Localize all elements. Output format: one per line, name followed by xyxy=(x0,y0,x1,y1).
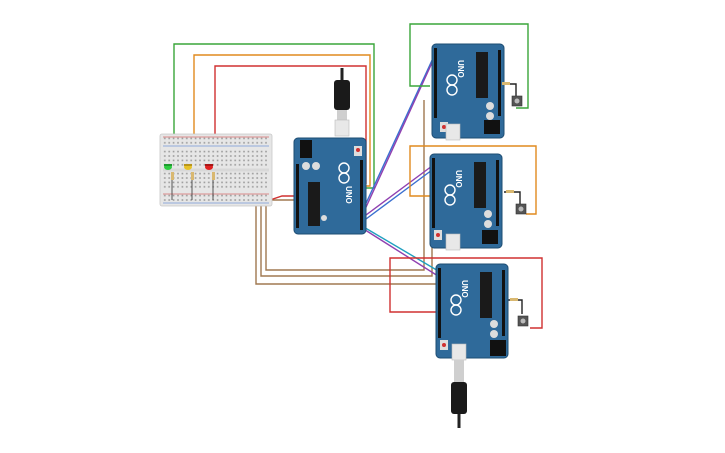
pushbutton-slave-top[interactable] xyxy=(502,82,523,107)
board-label-slave-middle: UNO xyxy=(454,170,463,188)
resistor-slave-bottom[interactable] xyxy=(510,298,518,301)
led-yellow-assembly[interactable] xyxy=(184,164,194,200)
wire-black-slave-top[interactable] xyxy=(504,83,517,96)
resistor-yellow[interactable] xyxy=(191,172,194,180)
arduino-slave-top[interactable]: UNO xyxy=(431,43,505,139)
wire-brown-3[interactable] xyxy=(265,100,425,271)
arduino-main[interactable]: UNO xyxy=(293,137,367,235)
usb-plug-slave-middle[interactable] xyxy=(445,233,461,251)
wire-orange-slave-middle[interactable] xyxy=(409,145,537,215)
wire-green-led[interactable] xyxy=(173,43,375,189)
wires xyxy=(173,23,543,329)
resistor-slave-top[interactable] xyxy=(502,82,510,85)
wire-black-slave-bottom[interactable] xyxy=(508,299,523,314)
wire-bus-purple-mid[interactable] xyxy=(361,165,433,219)
board-label-slave-bottom: UNO xyxy=(460,280,469,298)
wire-red-slave-bottom[interactable] xyxy=(389,257,543,329)
wire-bus-purple-top[interactable] xyxy=(361,53,437,217)
wire-bus-cyan-bot[interactable] xyxy=(361,225,441,273)
wire-bus-blue-mid[interactable] xyxy=(361,169,433,223)
arduino-slave-bottom[interactable]: UNO xyxy=(435,263,509,359)
wire-black-slave-middle[interactable] xyxy=(504,191,521,204)
led-red-assembly[interactable] xyxy=(205,164,215,200)
wire-red-led[interactable] xyxy=(214,65,367,184)
breadboard[interactable] xyxy=(159,133,273,207)
usb-cable-slave-bottom[interactable] xyxy=(451,343,467,428)
pushbutton-slave-middle[interactable] xyxy=(506,190,527,215)
wire-bus-purple-bot[interactable] xyxy=(361,227,439,277)
wire-bus-blue-top[interactable] xyxy=(361,55,435,213)
resistor-red[interactable] xyxy=(212,172,215,180)
pushbutton-slave-bottom[interactable] xyxy=(510,298,529,327)
wire-red-power[interactable] xyxy=(269,195,296,201)
wire-green-slave-top[interactable] xyxy=(409,23,529,109)
led-green-assembly[interactable] xyxy=(164,164,174,200)
wire-orange-led[interactable] xyxy=(193,54,371,187)
board-label-main: UNO xyxy=(344,186,353,204)
resistor-green[interactable] xyxy=(171,172,174,180)
arduino-slave-middle[interactable]: UNO xyxy=(429,153,503,249)
board-label-slave-top: UNO xyxy=(456,60,465,78)
usb-cable-main[interactable] xyxy=(334,68,350,137)
usb-plug-slave-top[interactable] xyxy=(445,123,461,141)
resistor-slave-middle[interactable] xyxy=(506,190,514,193)
